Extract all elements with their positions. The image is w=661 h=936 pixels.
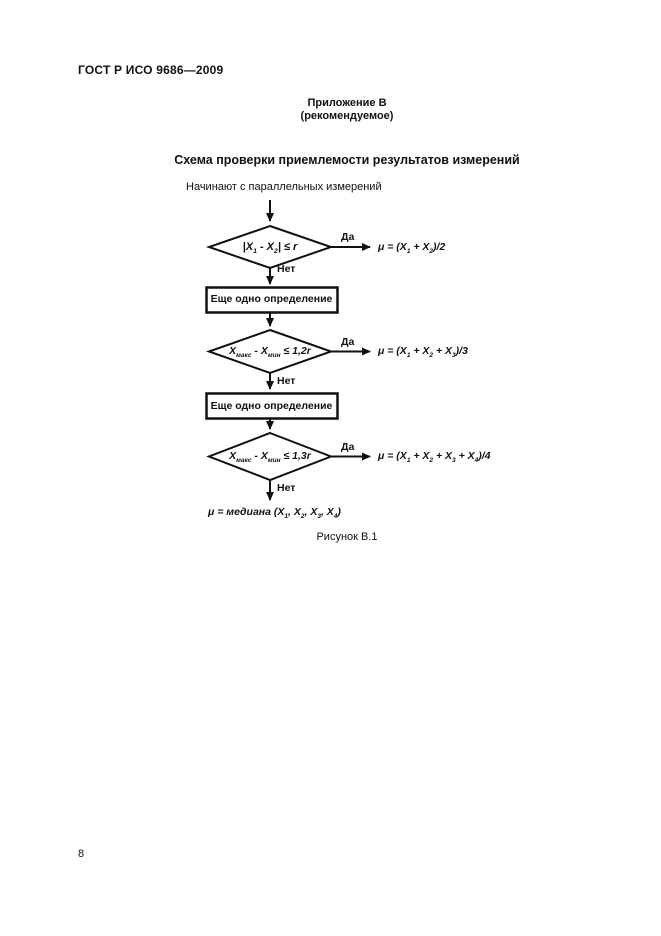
- yes-label-3: Да: [341, 441, 355, 453]
- appendix-subtitle: (рекомендуемое): [300, 110, 394, 122]
- result-formula-2: μ = (X1 + X2 + X3)/3: [378, 345, 468, 360]
- flowchart-start-label: Начинают с параллельных измерений: [186, 181, 382, 193]
- standard-number: ГОСТ Р ИСО 9686—2009: [78, 63, 224, 77]
- figure-caption: Рисунок В.1: [316, 531, 378, 543]
- figure-title: Схема проверки приемлемости результатов …: [174, 153, 520, 167]
- result-formula-3: μ = (X1 + X2 + X3 + X4)/4: [378, 450, 491, 465]
- yes-label-2: Да: [341, 336, 355, 348]
- median-formula: μ = медиана (X1, X2, X3, X4): [208, 506, 341, 521]
- appendix-title: Приложение В: [307, 97, 387, 109]
- no-label-3: Нет: [277, 482, 296, 494]
- page-number: 8: [78, 848, 85, 860]
- process-rect-1: [205, 286, 339, 314]
- no-label-2: Нет: [277, 375, 296, 387]
- result-formula-1: μ = (X1 + X2)/2: [378, 241, 446, 256]
- yes-label-1: Да: [341, 231, 355, 243]
- decision-2-condition: Xмакс - Xмин ≤ 1,2r: [229, 345, 311, 360]
- no-label-1: Нет: [277, 263, 296, 275]
- process-rect-2: [205, 392, 339, 420]
- decision-3-condition: Xмакс - Xмин ≤ 1,3r: [229, 450, 311, 465]
- process-box-1-label: Еще одно определение: [210, 293, 333, 305]
- process-box-2-label: Еще одно определение: [210, 400, 333, 412]
- decision-1-condition: |X1 - X2| ≤ r: [242, 241, 298, 256]
